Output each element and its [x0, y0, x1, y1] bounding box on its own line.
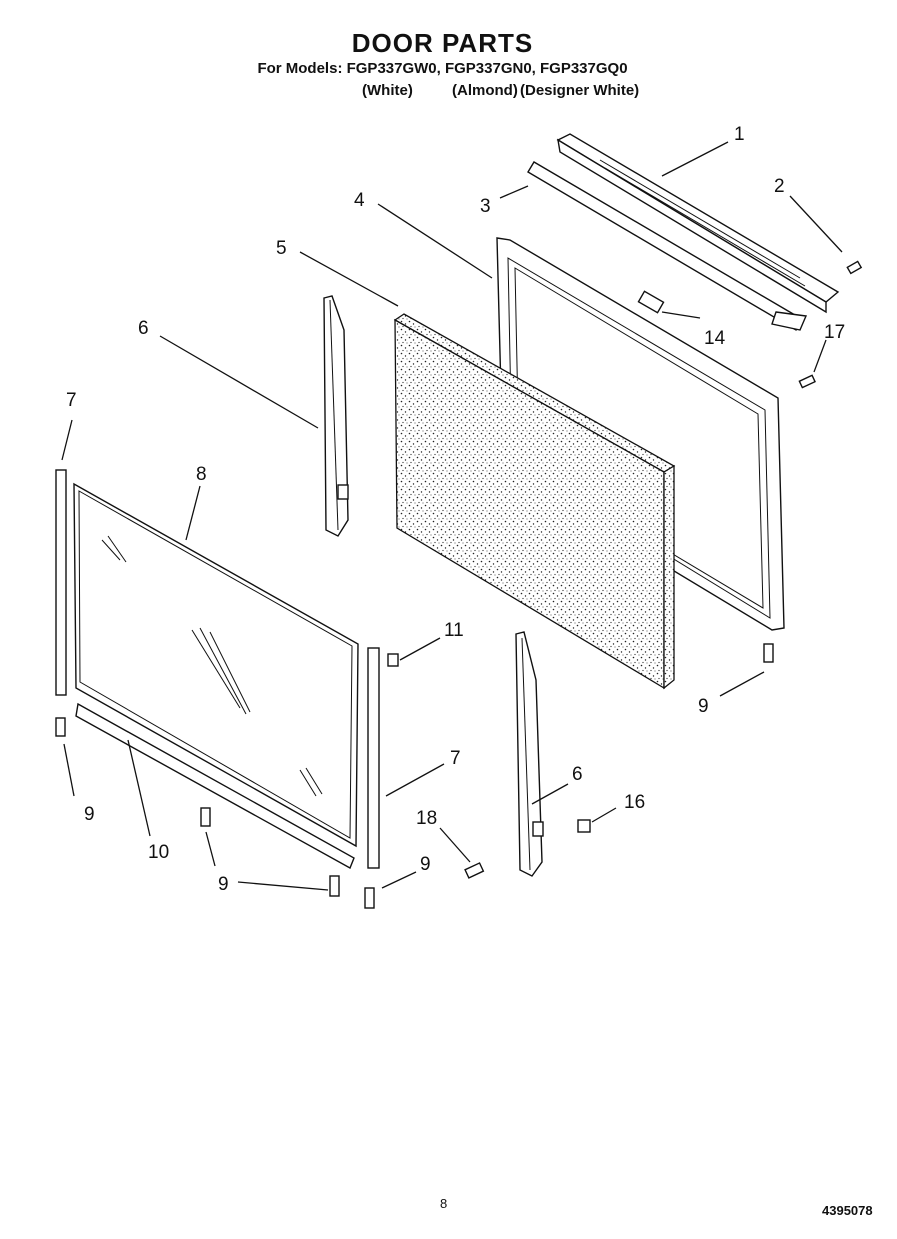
callout-10: 10 — [148, 842, 169, 863]
part-7-right-strip — [367, 647, 380, 869]
page-number: 8 — [440, 1196, 448, 1211]
callout-9-left: 9 — [84, 804, 95, 825]
part-11-clip — [387, 653, 399, 667]
part-8-outer-glass — [73, 482, 359, 848]
callout-7-left: 7 — [66, 390, 77, 411]
callout-9-bottom-left: 9 — [218, 874, 229, 895]
callout-16: 16 — [624, 792, 645, 813]
callout-9-right: 9 — [698, 696, 709, 717]
color-label-almond: (Almond) — [452, 82, 518, 99]
callout-14: 14 — [704, 328, 726, 349]
part-3-trim-strip — [527, 161, 808, 332]
part-2-screw — [846, 260, 863, 275]
callout-6-upper: 6 — [138, 318, 149, 339]
part-1-vent-trim — [556, 133, 840, 314]
callout-2: 2 — [774, 176, 785, 197]
callout-1: 1 — [734, 124, 745, 145]
callout-17: 17 — [824, 322, 845, 343]
callout-9-bottom-right: 9 — [420, 854, 431, 875]
callout-8: 8 — [196, 464, 207, 485]
models-line: For Models: FGP337GW0, FGP337GN0, FGP337… — [257, 60, 628, 77]
part-9-screws — [55, 643, 774, 909]
part-10-bottom-strip — [75, 702, 355, 869]
page-title: DOOR PARTS — [351, 28, 534, 58]
callout-5: 5 — [276, 238, 287, 259]
callout-18: 18 — [416, 808, 437, 829]
part-5-insulation — [393, 313, 676, 690]
part-18-screw — [464, 862, 485, 879]
callout-7-right: 7 — [450, 748, 461, 769]
callout-6-lower: 6 — [572, 764, 583, 785]
part-6-lower-bracket — [515, 631, 544, 877]
leader-lines — [61, 141, 843, 891]
part-7-left-strip — [55, 469, 67, 696]
callout-3: 3 — [480, 196, 491, 217]
part-16-clip — [577, 819, 591, 833]
callout-11: 11 — [444, 620, 464, 641]
color-label-white: (White) — [362, 82, 413, 99]
document-code: 4395078 — [822, 1203, 873, 1218]
part-6-upper-bracket — [323, 295, 349, 537]
callout-4: 4 — [354, 190, 365, 211]
color-label-designer-white: (Designer White) — [520, 82, 640, 99]
part-17-screw — [798, 374, 816, 389]
